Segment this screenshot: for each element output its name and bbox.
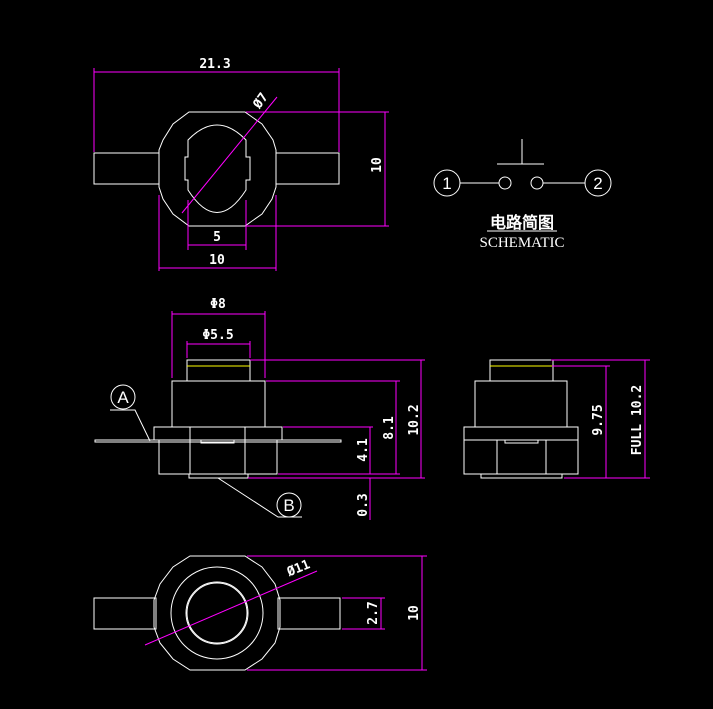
dim-bottom-diameter: Ø11: [284, 557, 312, 580]
right-tab: [275, 152, 340, 185]
schematic: 1 2 电路简图 SCHEMATIC: [433, 139, 612, 251]
pin-1-label: 1: [442, 174, 451, 193]
dim-total-height: 10.2: [407, 404, 422, 435]
dim-body-height: 8.1: [382, 416, 397, 440]
dim-diameter: Ø7: [250, 90, 272, 112]
pin-2-label: 2: [593, 174, 602, 193]
side-view: Φ8 Φ5.5 10.2 8.1 4.1 0.3 A B: [94, 297, 425, 520]
dim-inner: 5: [213, 230, 221, 245]
dim-base-height: 4.1: [356, 438, 371, 462]
plunger-outline: [184, 124, 251, 213]
bottom-view: Ø11 10 2.7: [93, 555, 427, 671]
dim-width: 21.3: [199, 57, 230, 72]
dim-bottom-offset: 0.3: [356, 493, 371, 516]
top-view: 21.3 Ø7 10 5 10: [93, 57, 389, 271]
body-outline: [158, 111, 277, 227]
left-tab: [93, 152, 160, 185]
dim-tab-width: 2.7: [366, 601, 381, 624]
dim-pressed-height: 9.75: [591, 404, 606, 435]
dim-height: 10: [370, 157, 385, 173]
dim-full-height: FULL 10.2: [630, 385, 645, 455]
dim-outer-dia: Φ8: [210, 297, 226, 312]
callout-a: A: [117, 388, 129, 407]
end-view: 9.75 FULL 10.2: [463, 359, 650, 479]
schematic-title-cn: 电路简图: [490, 213, 554, 232]
dim-cap-dia: Φ5.5: [202, 328, 233, 343]
schematic-title-en: SCHEMATIC: [479, 235, 564, 251]
dim-body: 10: [209, 253, 225, 268]
dim-bottom-height: 10: [407, 605, 422, 621]
callout-b: B: [283, 496, 294, 515]
